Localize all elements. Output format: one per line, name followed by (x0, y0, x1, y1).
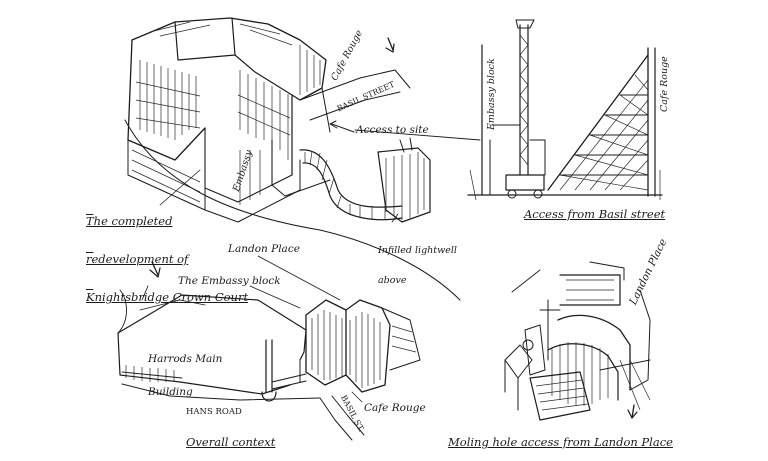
label-line: Infilled lightwell (378, 244, 457, 256)
north-arrow-icon (385, 37, 395, 53)
label-harrods-main-building: Harrods Main Building (148, 332, 222, 409)
caption-line: redevelopment of (86, 252, 189, 267)
label-the-embassy-block: The Embassy block (178, 275, 281, 287)
label-access-to-site: Access to site (356, 124, 429, 136)
caption-line: The completed (86, 214, 173, 229)
moling-hole-sketch (504, 261, 651, 421)
label-line: Building (148, 386, 193, 399)
label-infilled-lightwell: Infilled lightwell above (378, 226, 457, 296)
label-landon-place: Landon Place (228, 243, 300, 255)
caption-completed-redevelopment: The completed redevelopment of Knightsbr… (86, 190, 248, 316)
north-arrow-icon (149, 261, 161, 278)
label-cafe-rouge: Cafe Rouge (364, 402, 426, 414)
caption-access-from-basil-street: Access from Basil street (524, 207, 666, 221)
label-line: above (378, 274, 407, 286)
label-line: Harrods Main (148, 353, 223, 366)
caption-overall-context: Overall context (186, 435, 276, 449)
label-hans-road: HANS ROAD (186, 407, 242, 417)
label-cafe-rouge: Cafe Rouge (659, 56, 670, 112)
building-isometric-sketch (124, 17, 481, 301)
crane-elevation-sketch (467, 19, 663, 201)
site-context-sketch (117, 255, 421, 441)
caption-line: Knightsbridge Crown Court (86, 290, 249, 305)
caption-moling-hole-access: Moling hole access from Landon Place (448, 435, 673, 449)
label-embassy-block: Embassy block (486, 58, 497, 130)
north-arrow-icon (627, 404, 638, 419)
